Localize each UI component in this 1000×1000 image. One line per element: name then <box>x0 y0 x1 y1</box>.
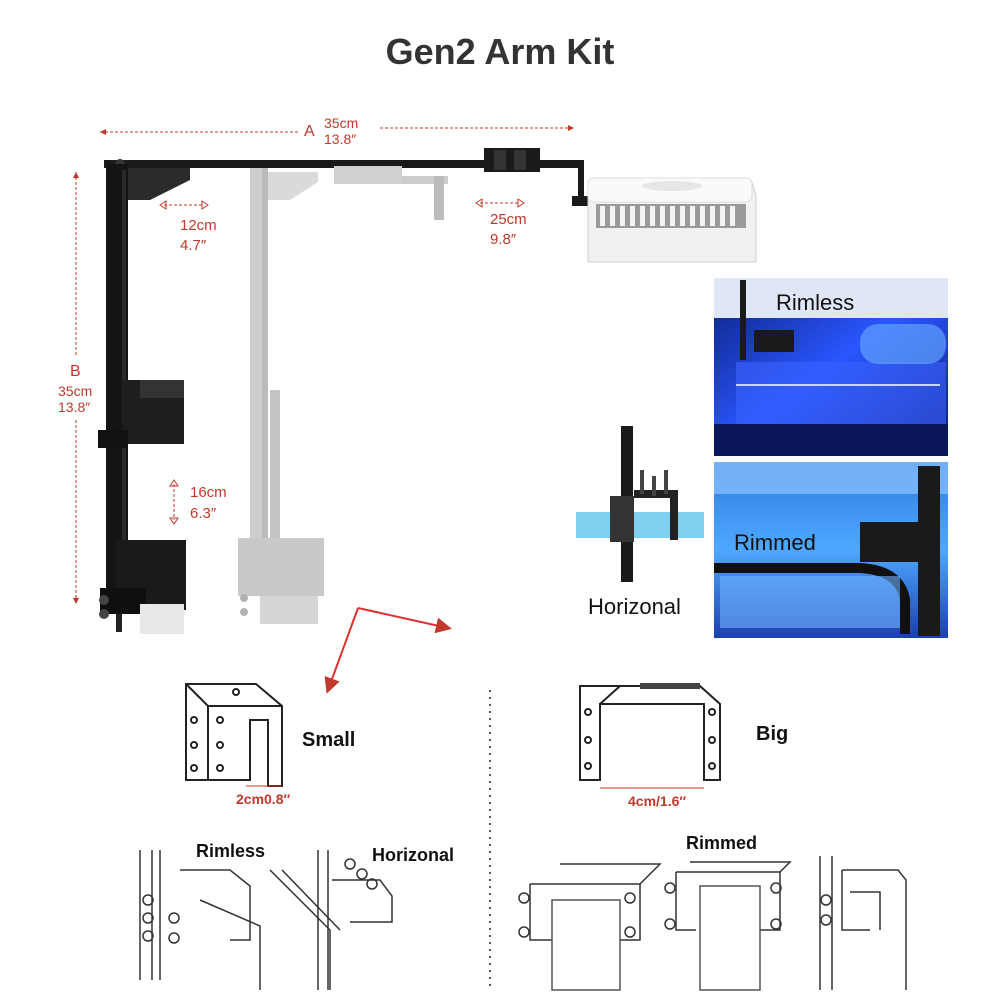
vertical-adjust-in: 6.3″ <box>190 505 217 522</box>
rimless-mount-drawing <box>139 850 261 990</box>
vertical-adjust-arrow <box>169 479 179 525</box>
rimmed-mount-label: Rimmed <box>686 833 758 853</box>
page-title: Gen2 Arm Kit <box>385 31 615 72</box>
rimless-photo-label: Rimless <box>776 290 855 315</box>
rimmed-mount-drawing-3 <box>819 856 907 990</box>
rimless-mount-label: Rimless <box>196 841 266 861</box>
slide1-in: 4.7″ <box>180 237 207 254</box>
big-bracket-label: Big <box>756 723 789 745</box>
horizontal-mount-illustration <box>576 426 704 582</box>
dimension-a-label: A <box>304 123 315 140</box>
main-arm <box>98 148 588 634</box>
dimension-b-cm: 35cm <box>58 383 93 399</box>
slide1-arrow <box>159 200 209 210</box>
horizontal-photo-label: Horizonal <box>588 594 681 619</box>
rimmed-photo-label: Rimmed <box>734 530 816 555</box>
slide2-arrow <box>475 198 525 208</box>
rimmed-mount-drawing-2 <box>664 861 792 991</box>
small-bracket-width: 2cm0.8″ <box>236 791 291 807</box>
led-light <box>587 177 757 263</box>
ghost-arm <box>238 168 324 624</box>
vertical-adjust-cm: 16cm <box>190 484 227 501</box>
slide2-cm: 25cm <box>490 211 527 228</box>
dimension-a-line <box>100 125 574 135</box>
dimension-a-in: 13.8″ <box>324 131 357 147</box>
horizontal-mount-label: Horizonal <box>372 845 455 865</box>
big-bracket-width: 4cm/1.6″ <box>628 793 687 809</box>
big-bracket-drawing <box>579 683 721 789</box>
dimension-b-label: B <box>70 363 81 380</box>
dimension-b-line <box>73 172 79 604</box>
rimmed-photo <box>714 462 948 638</box>
pointer-arrows <box>324 607 452 694</box>
dimension-a-cm: 35cm <box>324 115 359 131</box>
slide2-in: 9.8″ <box>490 231 517 248</box>
horizontal-mount-drawing <box>269 850 393 990</box>
slide1-cm: 12cm <box>180 217 217 234</box>
small-bracket-drawing <box>185 683 283 787</box>
small-bracket-label: Small <box>302 729 356 751</box>
rimmed-mount-drawing-1 <box>518 863 662 991</box>
dimension-b-in: 13.8″ <box>58 399 91 415</box>
rimless-photo <box>714 278 948 456</box>
